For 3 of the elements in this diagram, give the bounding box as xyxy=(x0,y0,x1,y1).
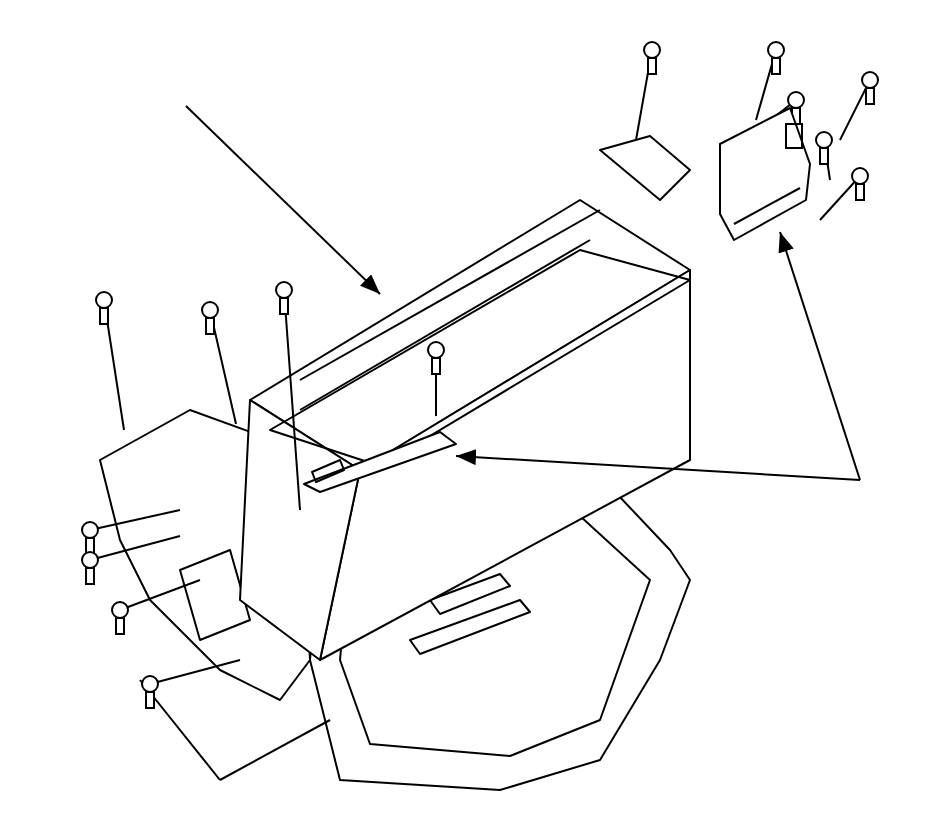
leader-line xyxy=(185,105,381,295)
leader-line xyxy=(455,449,861,481)
leader-line xyxy=(778,231,861,481)
